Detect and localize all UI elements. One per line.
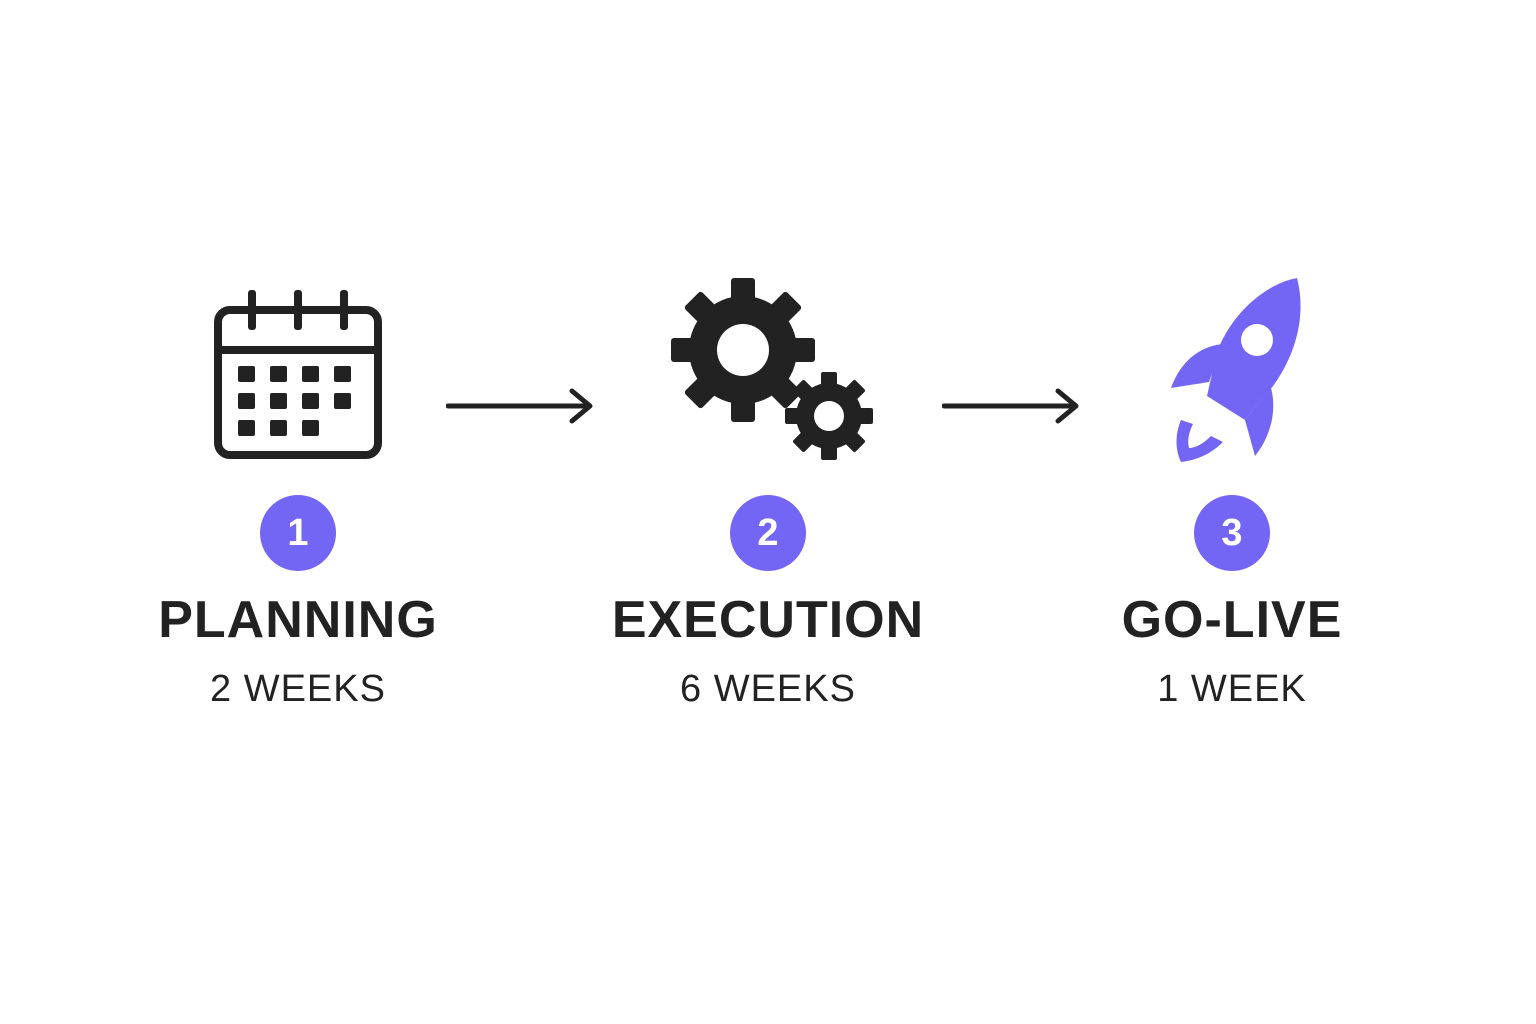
step-icon-container (558, 270, 978, 470)
step-title: EXECUTION (611, 591, 925, 649)
step-title: PLANNING (158, 591, 438, 649)
calendar-icon (214, 290, 382, 459)
step-icon-container (88, 270, 508, 470)
step-icon-container (1022, 270, 1442, 470)
step-execution: 2 EXECUTION 6 WEEKS (558, 270, 978, 730)
rocket-icon (1171, 278, 1301, 462)
step-planning: 1 PLANNING 2 WEEKS (88, 270, 508, 730)
arrow-right-icon (446, 388, 593, 424)
step-title: GO-LIVE (1121, 591, 1343, 649)
step-number-badge: 2 (730, 495, 806, 571)
step-duration: 2 WEEKS (210, 668, 386, 710)
step-number-badge: 3 (1194, 495, 1270, 571)
arrow-right-icon (942, 388, 1079, 424)
step-duration: 6 WEEKS (680, 668, 856, 710)
step-number-badge: 1 (260, 495, 336, 571)
step-duration: 1 WEEK (1157, 668, 1307, 710)
step-go-live: 3 GO-LIVE 1 WEEK (1022, 270, 1442, 730)
gears-icon (671, 278, 873, 460)
